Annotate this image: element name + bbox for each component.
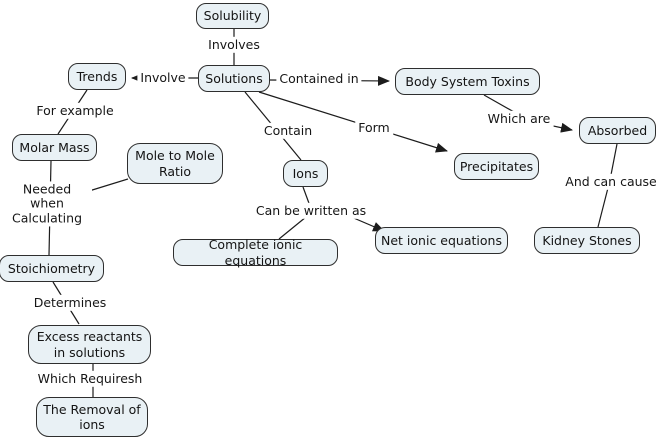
node-ions[interactable]: Ions (283, 160, 328, 187)
node-removal-of-ions[interactable]: The Removal of ions (36, 397, 148, 437)
node-kidney-stones[interactable]: Kidney Stones (534, 227, 640, 254)
edge-solutions-precipitates (258, 91, 448, 153)
edge-label-form[interactable]: Form (355, 119, 393, 137)
node-solubility[interactable]: Solubility (196, 3, 269, 29)
node-net-ionic-equations[interactable]: Net ionic equations (375, 227, 508, 254)
edge-label-and-can-cause[interactable]: And can cause (562, 173, 657, 191)
node-body-system-toxins[interactable]: Body System Toxins (395, 68, 540, 95)
edge-label-for-example[interactable]: For example (33, 102, 117, 120)
node-mole-to-mole-ratio[interactable]: Mole to Mole Ratio (127, 143, 223, 184)
node-absorbed[interactable]: Absorbed (579, 117, 656, 144)
edge-label-determines[interactable]: Determines (30, 294, 110, 312)
edge-label-contain[interactable]: Contain (260, 122, 316, 140)
node-precipitates[interactable]: Precipitates (454, 153, 539, 180)
node-trends[interactable]: Trends (68, 63, 126, 90)
edge-label-involve[interactable]: Involve (137, 69, 189, 87)
node-molar-mass[interactable]: Molar Mass (12, 134, 97, 161)
edge-moleratio-label (88, 178, 129, 192)
edge-label-needed-when-calculating[interactable]: Needed when Calculating (2, 181, 92, 227)
node-excess-reactants[interactable]: Excess reactants in solutions (28, 325, 151, 364)
node-stoichiometry[interactable]: Stoichiometry (0, 255, 104, 282)
edge-label-can-be-written-as[interactable]: Can be written as (252, 202, 370, 220)
node-complete-ionic-equations[interactable]: Complete ionic equations (173, 237, 338, 268)
edge-label-which-requiresh[interactable]: Which Requiresh (34, 370, 146, 388)
edge-label-involves[interactable]: Involves (205, 36, 263, 54)
edge-label-which-are[interactable]: Which are (484, 110, 554, 128)
edge-label-contained-in[interactable]: Contained in (276, 70, 362, 88)
edge-label-completeionic (278, 216, 307, 240)
node-solutions[interactable]: Solutions (198, 65, 270, 92)
